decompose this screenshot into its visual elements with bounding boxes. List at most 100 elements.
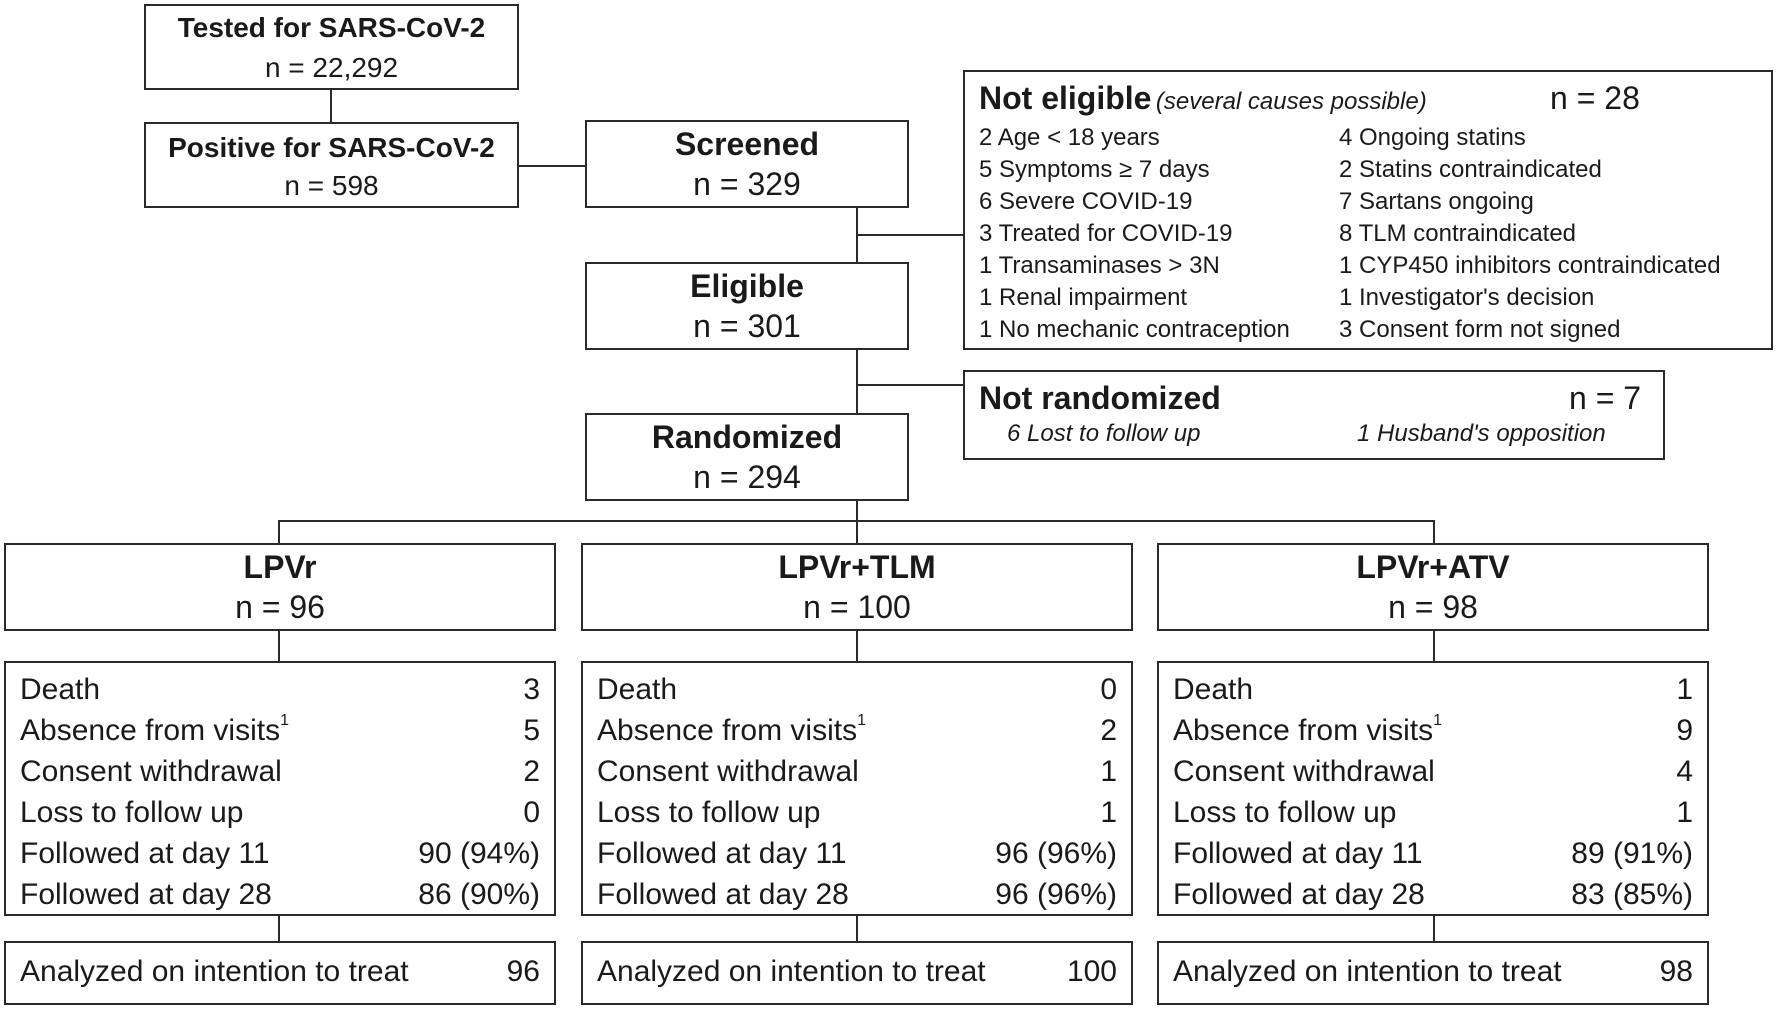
- connector-arm3-itt: [1433, 914, 1435, 942]
- tested-box: Tested for SARS-CoV-2 n = 22,292: [144, 4, 519, 90]
- randomized-title: Randomized: [651, 419, 843, 455]
- absence-text: Absence from visits: [20, 714, 281, 747]
- itt-label: Analyzed on intention to treat: [1173, 955, 1562, 988]
- itt-label: Analyzed on intention to treat: [20, 955, 409, 988]
- itt-label: Analyzed on intention to treat: [597, 955, 986, 988]
- consent-label: Consent withdrawal: [20, 755, 282, 788]
- connector-arm2: [856, 520, 858, 544]
- connector-tested-positive: [330, 78, 332, 124]
- consent-label: Consent withdrawal: [1173, 755, 1435, 788]
- randomized-count: n = 294: [693, 459, 801, 495]
- arm-outcomes-box: Death 3 Absence from visits1 5 Consent w…: [4, 661, 556, 916]
- death-label: Death: [597, 673, 678, 706]
- tested-title: Tested for SARS-CoV-2: [177, 12, 486, 43]
- day28-value: 96 (96%): [995, 878, 1117, 911]
- loss-label: Loss to follow up: [597, 796, 821, 829]
- arm-box: LPVr+ATV n = 98: [1157, 543, 1709, 631]
- day11-label: Followed at day 11: [597, 837, 847, 870]
- not-eligible-reason: 2 Age < 18 years: [979, 124, 1160, 151]
- not-eligible-reason: 3 Treated for COVID-19: [979, 220, 1233, 247]
- day11-value: 96 (96%): [995, 837, 1117, 870]
- absence-value: 5: [523, 714, 540, 747]
- not-eligible-reason: 1 Renal impairment: [979, 284, 1188, 311]
- not-eligible-reason: 1 CYP450 inhibitors contraindicated: [1339, 252, 1721, 279]
- day11-value: 89 (91%): [1571, 837, 1693, 870]
- arm-name: LPVr+ATV: [1356, 549, 1510, 585]
- connector-arm1-detail: [278, 630, 280, 662]
- connector-arm2-detail: [856, 630, 858, 662]
- death-label: Death: [1173, 673, 1254, 706]
- arm-count: n = 100: [803, 589, 911, 625]
- tested-count: n = 22,292: [264, 52, 399, 83]
- loss-label: Loss to follow up: [1173, 796, 1397, 829]
- not-eligible-reason: 5 Symptoms ≥ 7 days: [979, 156, 1210, 183]
- loss-value: 0: [523, 796, 540, 829]
- consent-value: 2: [523, 755, 540, 788]
- eligible-box: Eligible n = 301: [585, 262, 909, 350]
- positive-title: Positive for SARS-CoV-2: [168, 132, 495, 163]
- absence-text: Absence from visits: [1173, 714, 1434, 747]
- eligible-title: Eligible: [690, 268, 804, 304]
- arm-outcomes-box: Death 1 Absence from visits1 9 Consent w…: [1157, 661, 1709, 916]
- itt-box: Analyzed on intention to treat 100: [581, 941, 1133, 1005]
- death-label: Death: [20, 673, 101, 706]
- loss-value: 1: [1676, 796, 1693, 829]
- day28-label: Followed at day 28: [20, 878, 272, 911]
- connector-arm1-itt: [278, 914, 280, 942]
- day28-value: 83 (85%): [1571, 878, 1693, 911]
- not-eligible-reason: 8 TLM contraindicated: [1339, 220, 1577, 247]
- connector-positive-screened: [517, 165, 587, 167]
- not-eligible-count: n = 28: [1550, 80, 1640, 116]
- connector-to-not-eligible: [856, 234, 964, 236]
- itt-box: Analyzed on intention to treat 98: [1157, 941, 1709, 1005]
- itt-value: 96: [506, 955, 540, 988]
- not-eligible-header: Not eligible (several causes possible): [979, 80, 1427, 117]
- connector-arm3: [1433, 520, 1435, 544]
- arm-name: LPVr: [243, 549, 317, 585]
- arm-outcomes-box: Death 0 Absence from visits 1 2 Consent w…: [581, 661, 1133, 916]
- consent-label: Consent withdrawal: [597, 755, 859, 788]
- screened-title: Screened: [674, 126, 820, 162]
- eligible-count: n = 301: [693, 308, 801, 344]
- not-eligible-reason: 1 Investigator's decision: [1339, 284, 1595, 311]
- day28-label: Followed at day 28: [1173, 878, 1425, 911]
- connector-eligible-randomized: [856, 348, 858, 414]
- absence-value: 2: [1100, 714, 1117, 747]
- day11-label: Followed at day 11: [1173, 837, 1423, 870]
- arm-box: LPVr n = 96: [4, 543, 556, 631]
- absence-footnote: 1: [280, 712, 289, 729]
- not-eligible-reason: 4 Ongoing statins: [1339, 124, 1526, 151]
- connector-arm1: [278, 520, 280, 544]
- not-eligible-right-list: 4 Ongoing statins 2 Statins contraindica…: [1339, 122, 1721, 346]
- not-eligible-reason: 6 Severe COVID-19: [979, 188, 1193, 215]
- absence-label: Absence from visits1: [1173, 712, 1442, 748]
- positive-box: Positive for SARS-CoV-2 n = 598: [144, 122, 519, 208]
- day11-value: 90 (94%): [418, 837, 540, 870]
- day28-value: 86 (90%): [418, 878, 540, 911]
- not-randomized-title: Not randomized: [979, 380, 1221, 416]
- not-eligible-title: Not eligible: [979, 80, 1152, 116]
- connector-arm2-itt: [856, 914, 858, 942]
- not-eligible-reason: 3 Consent form not signed: [1339, 316, 1621, 343]
- positive-count: n = 598: [284, 170, 379, 201]
- connector-randomized-arms: [856, 500, 858, 522]
- not-randomized-reason: 1 Husband's opposition: [1357, 420, 1606, 447]
- connector-arm3-detail: [1433, 630, 1435, 662]
- consent-value: 4: [1676, 755, 1693, 788]
- consent-value: 1: [1100, 755, 1117, 788]
- absence-text: Absence from visits: [597, 714, 858, 747]
- absence-label: Absence from visits1: [20, 712, 289, 748]
- arm-box: LPVr+TLM n = 100: [581, 543, 1133, 631]
- not-eligible-reason: 1 Transaminases > 3N: [979, 252, 1220, 279]
- itt-value: 98: [1659, 955, 1693, 988]
- death-value: 1: [1676, 673, 1693, 706]
- not-eligible-reason: 2 Statins contraindicated: [1339, 156, 1602, 183]
- screened-box: Screened n = 329: [585, 120, 909, 208]
- death-value: 0: [1100, 673, 1117, 706]
- absence-value: 9: [1676, 714, 1693, 747]
- arm-name: LPVr+TLM: [778, 549, 936, 585]
- day28-label: Followed at day 28: [597, 878, 849, 911]
- arm-count: n = 98: [1388, 589, 1478, 625]
- not-eligible-reason: 1 No mechanic contraception: [979, 316, 1290, 343]
- itt-box: Analyzed on intention to treat 96: [4, 941, 556, 1005]
